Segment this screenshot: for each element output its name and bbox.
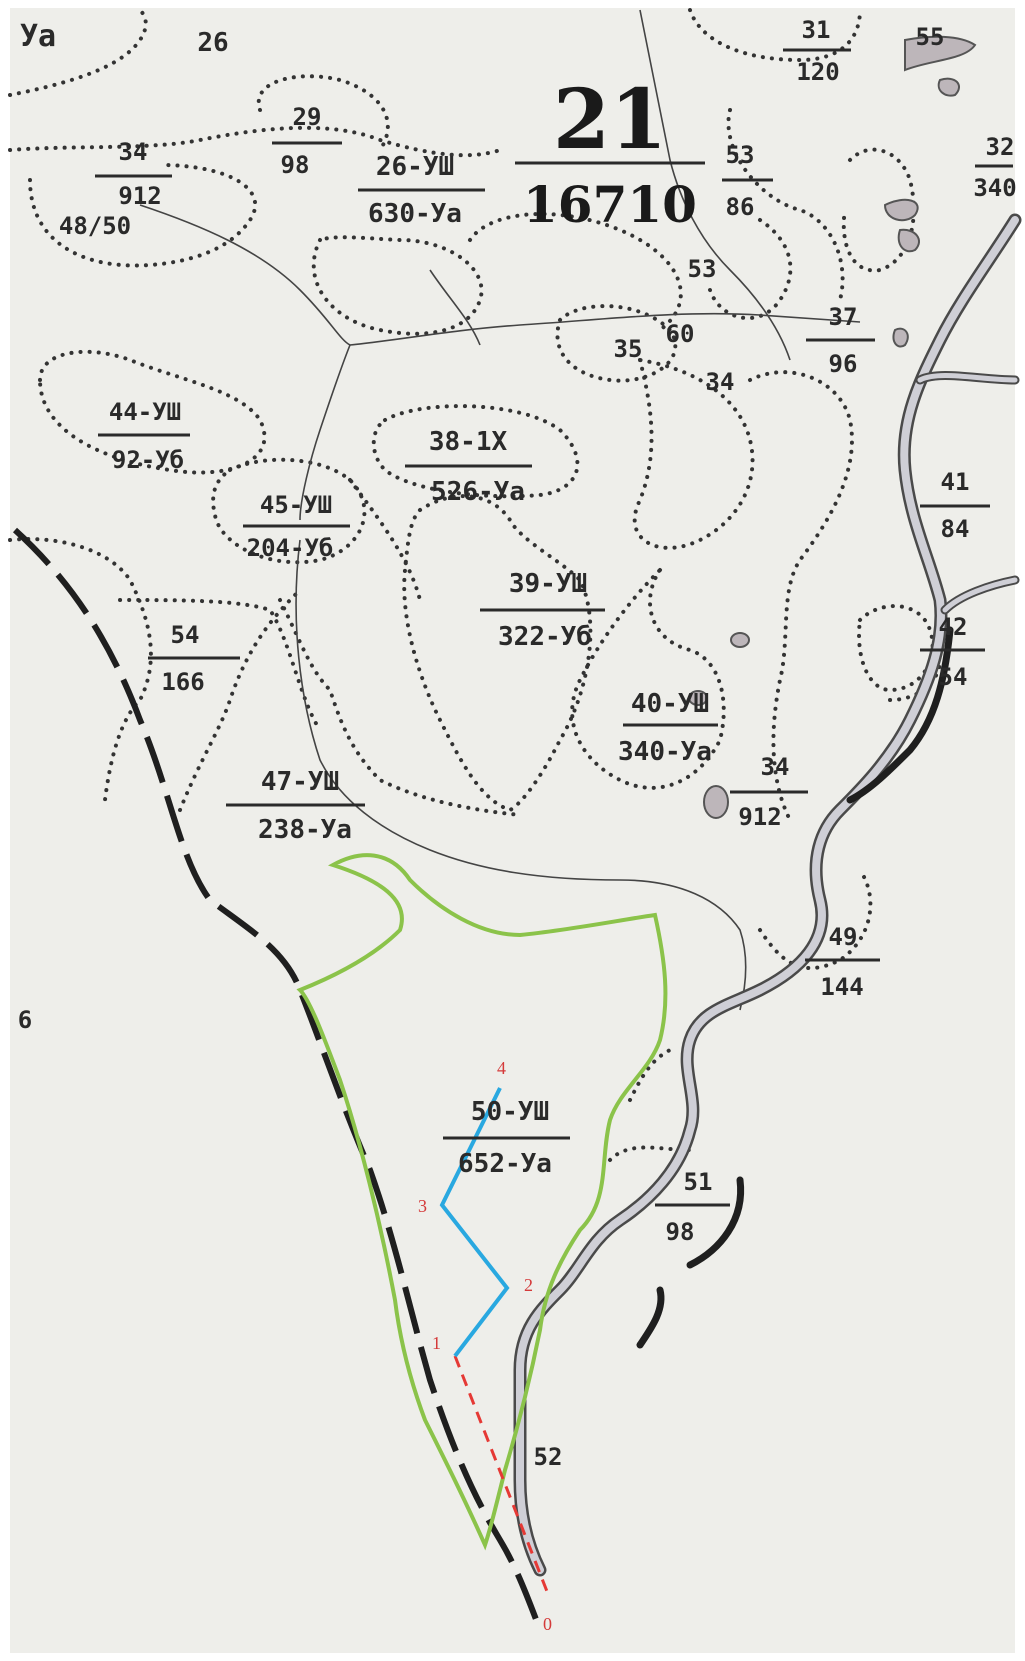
compartment-54[interactable]: 54 166 (148, 621, 240, 696)
compartment-42-top: 42 (939, 613, 968, 641)
compartment-39[interactable]: 39-УШ 322-Уб (480, 569, 605, 652)
compartment-45-bottom: 204-Уб (247, 534, 334, 562)
compartment-53-a[interactable]: 53 86 (722, 141, 773, 221)
compartment-44-top: 44-УШ (109, 398, 181, 426)
compartment-34-b-label[interactable]: 34 (706, 368, 735, 396)
traverse-point-0[interactable]: 0 (543, 1614, 552, 1634)
compartment-34-north-top: 34 (119, 138, 148, 166)
compartment-39-bottom: 322-Уб (498, 622, 592, 652)
traverse-line[interactable] (439, 1087, 510, 1358)
compartment-42-bottom: 54 (939, 663, 968, 691)
roads (139, 9, 861, 1011)
traverse-point-2[interactable]: 2 (524, 1275, 533, 1295)
compartment-32-bottom: 340 (973, 174, 1016, 202)
compartment-47-top: 47-УШ (261, 767, 339, 797)
block-area[interactable]: 16710 (523, 175, 697, 234)
compartment-55-label[interactable]: 55 (916, 23, 945, 51)
compartment-31-top: 31 (802, 16, 831, 44)
lakes (688, 35, 977, 819)
compartment-32-top: 32 (986, 133, 1015, 161)
traverse-point-4[interactable]: 4 (497, 1058, 506, 1078)
compartment-26-uiii[interactable]: 26-УШ 630-Уа (358, 152, 485, 229)
compartment-53-a-top: 53 (726, 141, 755, 169)
traverse-points: 0 1 2 3 4 (418, 1058, 552, 1634)
compartment-53-a-bottom: 86 (726, 193, 755, 221)
compartment-40-top: 40-УШ (631, 689, 709, 719)
compartment-34-south-bottom: 912 (738, 803, 781, 831)
compartment-51-top: 51 (684, 1168, 713, 1196)
map-paper (10, 8, 1015, 1653)
compartment-37[interactable]: 37 96 (806, 303, 875, 378)
compartment-38-bottom: 526-Уа (431, 477, 525, 507)
traverse-point-3[interactable]: 3 (418, 1196, 427, 1216)
block-number[interactable]: 21 (553, 72, 667, 168)
compartment-48-label[interactable]: 48/50 (59, 212, 131, 240)
compartment-38[interactable]: 38-1Х 526-Уа (405, 427, 532, 507)
traverse-point-1[interactable]: 1 (432, 1333, 441, 1353)
river (513, 213, 1022, 1577)
river-banks (636, 626, 954, 1349)
compartment-49-top: 49 (829, 923, 858, 951)
compartment-6-label[interactable]: 6 (18, 1006, 32, 1034)
compartment-41[interactable]: 41 84 (920, 468, 990, 543)
compartment-44-bottom: 92-Уб (112, 446, 184, 474)
compartment-50[interactable]: 50-УШ 652-Уа (443, 1097, 570, 1179)
compartment-37-top: 37 (829, 303, 858, 331)
compartment-45-top: 45-УШ (260, 491, 332, 519)
compartment-51-bottom: 98 (666, 1218, 695, 1246)
compartment-26-uiii-bottom: 630-Уа (368, 199, 462, 229)
compartment-51[interactable]: 51 98 (655, 1168, 730, 1246)
compartment-31[interactable]: 31 120 (783, 16, 851, 86)
compartment-38-top: 38-1Х (429, 427, 508, 457)
compartment-41-bottom: 84 (941, 515, 970, 543)
compartment-47[interactable]: 47-УШ 238-Уа (226, 767, 365, 845)
compartment-34-north-bottom: 912 (118, 182, 161, 210)
compartment-29-bottom: 98 (281, 151, 310, 179)
compartment-35-label[interactable]: 35 (614, 335, 643, 363)
block-boundary (12, 527, 543, 1632)
compartment-53-b-label[interactable]: 53 (688, 255, 717, 283)
compartment-31-bottom: 120 (796, 58, 839, 86)
compartment-40-bottom: 340-Уа (618, 737, 712, 767)
tie-line (453, 1355, 550, 1595)
compartment-54-top: 54 (171, 621, 200, 649)
compartment-37-bottom: 96 (829, 350, 858, 378)
compartment-26-uiii-top: 26-УШ (376, 152, 454, 182)
compartment-29-top: 29 (293, 103, 322, 131)
compartment-54-bottom: 166 (161, 668, 204, 696)
compartment-39-top: 39-УШ (509, 569, 587, 599)
compartment-50-bottom: 652-Уа (458, 1149, 552, 1179)
compartment-26-label[interactable]: 26 (197, 28, 228, 58)
block-label: 21 16710 (515, 72, 705, 234)
compartment-52-label[interactable]: 52 (534, 1443, 563, 1471)
compartment-41-top: 41 (941, 468, 970, 496)
plot-outline[interactable] (296, 853, 668, 1551)
compartment-49[interactable]: 49 144 (805, 923, 880, 1001)
compartment-32[interactable]: 32 340 (973, 133, 1016, 202)
compartment-49-bottom: 144 (820, 973, 863, 1001)
compartment-45[interactable]: 45-УШ 204-Уб (243, 491, 350, 562)
compartment-labels: Уа 26 29 98 34 912 48/50 26-УШ 630-Уа 31… (18, 16, 1017, 1471)
compartment-34-south-top: 34 (761, 753, 790, 781)
compartment-50-top: 50-УШ (471, 1097, 549, 1127)
compartment-ua-label[interactable]: Уа (20, 19, 56, 54)
compartment-60-label[interactable]: 60 (666, 320, 695, 348)
compartment-44[interactable]: 44-УШ 92-Уб (98, 398, 190, 474)
compartment-34-south[interactable]: 34 912 (730, 753, 808, 831)
compartment-40[interactable]: 40-УШ 340-Уа (618, 689, 718, 767)
compartment-34-north[interactable]: 34 912 (95, 138, 172, 210)
compartment-42[interactable]: 42 54 (920, 613, 985, 691)
compartment-29[interactable]: 29 98 (272, 103, 342, 179)
compartment-47-bottom: 238-Уа (258, 815, 352, 845)
